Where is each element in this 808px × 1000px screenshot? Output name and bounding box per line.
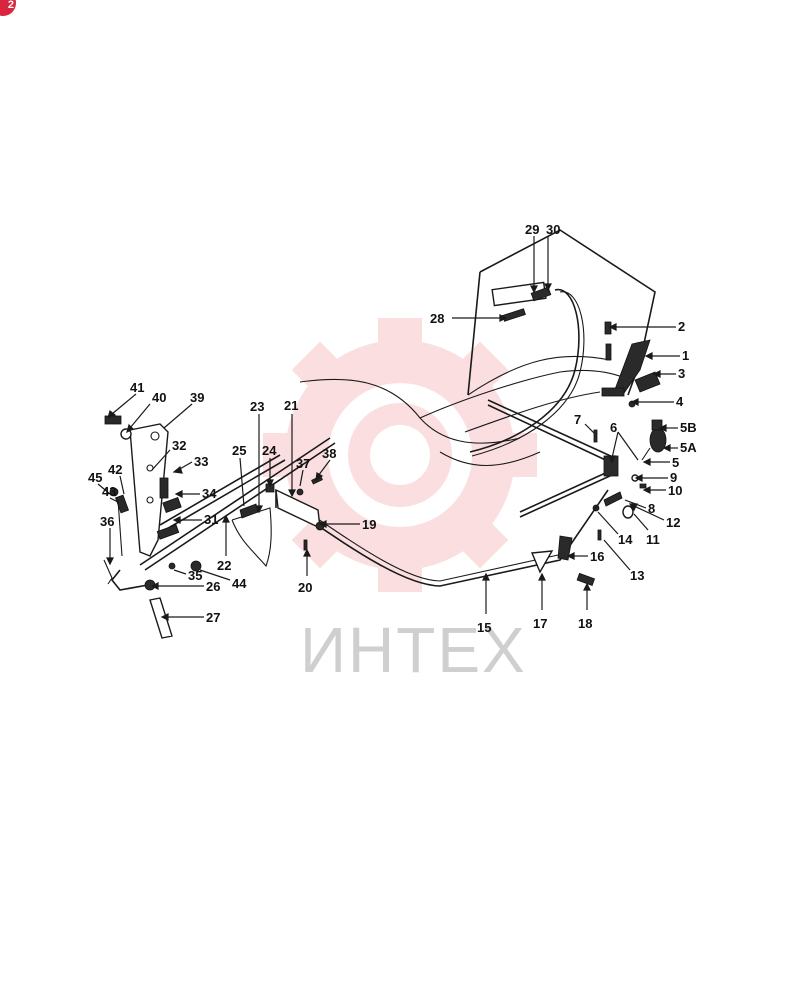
- label-36: 36: [100, 514, 114, 529]
- label-8: 8: [648, 501, 655, 516]
- watermark-text: ИНТЕХ: [300, 614, 527, 686]
- label-43: 43: [102, 484, 116, 499]
- label-23: 23: [250, 399, 264, 414]
- label-45: 45: [88, 470, 102, 485]
- label-41: 41: [130, 380, 144, 395]
- label-5b: 5B: [680, 420, 697, 435]
- label-14: 14: [618, 532, 633, 547]
- label-35: 35: [188, 568, 202, 583]
- label-15: 15: [477, 620, 491, 635]
- label-4: 4: [676, 394, 684, 409]
- leader-lines: [97, 236, 680, 621]
- label-24: 24: [262, 443, 277, 458]
- label-38: 38: [322, 446, 336, 461]
- label-32: 32: [172, 438, 186, 453]
- label-3: 3: [678, 366, 685, 381]
- label-9: 9: [670, 470, 677, 485]
- label-21: 21: [284, 398, 298, 413]
- label-20: 20: [298, 580, 312, 595]
- label-31: 31: [204, 512, 218, 527]
- label-1: 1: [682, 348, 689, 363]
- label-30: 30: [546, 222, 560, 237]
- label-19: 19: [362, 517, 376, 532]
- corner-badge: 2: [0, 0, 16, 16]
- label-22: 22: [217, 558, 231, 573]
- label-33: 33: [194, 454, 208, 469]
- label-37: 37: [296, 456, 310, 471]
- label-34: 34: [202, 486, 217, 501]
- label-42: 42: [108, 462, 122, 477]
- label-11: 11: [646, 532, 660, 547]
- label-39: 39: [190, 390, 204, 405]
- label-29: 29: [525, 222, 539, 237]
- label-44: 44: [232, 576, 247, 591]
- label-26: 26: [206, 579, 220, 594]
- label-25: 25: [232, 443, 246, 458]
- label-12: 12: [666, 515, 680, 530]
- label-18: 18: [578, 616, 592, 631]
- label-13: 13: [630, 568, 644, 583]
- label-27: 27: [206, 610, 220, 625]
- label-5: 5: [672, 455, 679, 470]
- label-7: 7: [574, 412, 581, 427]
- label-5a: 5A: [680, 440, 697, 455]
- label-17: 17: [533, 616, 547, 631]
- label-40: 40: [152, 390, 166, 405]
- label-28: 28: [430, 311, 444, 326]
- label-10: 10: [668, 483, 682, 498]
- callout-labels: 1 2 3 4 5 5A 5B 6 7 8 9 10 11 12 13 14 1…: [88, 222, 697, 635]
- label-6: 6: [610, 420, 617, 435]
- line-art: [103, 229, 667, 639]
- label-2: 2: [678, 319, 685, 334]
- label-16: 16: [590, 549, 604, 564]
